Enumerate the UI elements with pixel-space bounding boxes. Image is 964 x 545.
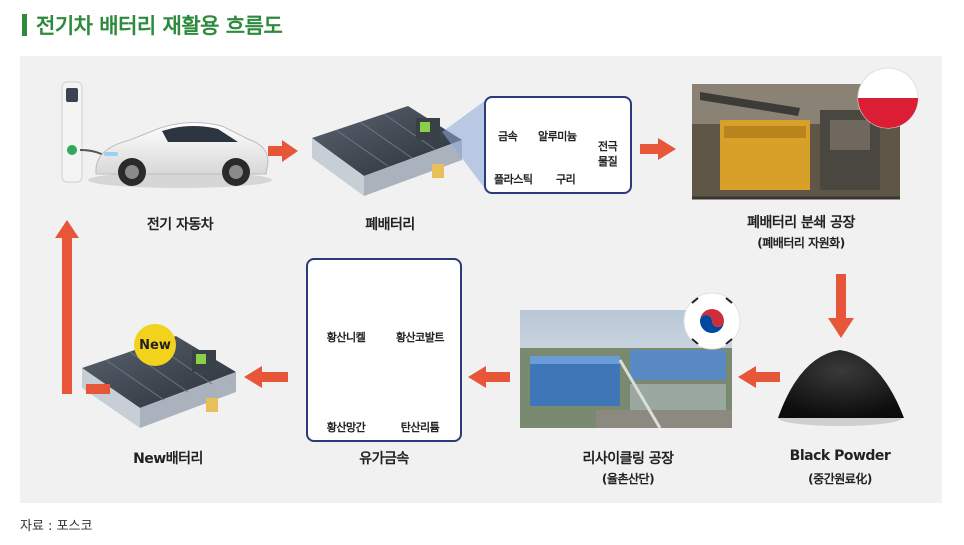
node-metals-label: 유가금속 <box>359 451 409 467</box>
source-note: 자료 : 포스코 <box>20 519 93 534</box>
component-plastic-label: 플라스틱 <box>494 173 533 186</box>
component-aluminum-label: 알루미늄 <box>538 130 577 143</box>
battery-pack-icon <box>312 106 462 196</box>
component-electrode-label-1: 전극 <box>598 140 618 153</box>
metal-cobalt-label: 황산코발트 <box>395 331 445 344</box>
arrow-metals-to-newbattery-icon <box>244 366 288 388</box>
arrow-battery-to-factory-icon <box>640 138 676 160</box>
arrow-newbattery-to-ev-icon <box>55 220 110 394</box>
node-black-powder-label: Black Powder <box>789 448 891 464</box>
arrow-powder-to-recycling-icon <box>738 366 780 388</box>
arrow-ev-to-battery-icon <box>268 140 298 162</box>
metal-lithium-label: 탄산리튬 <box>400 421 440 434</box>
node-recycling-label: 리사이클링 공장 <box>582 451 674 467</box>
recycling-plant-photo <box>520 310 732 429</box>
new-badge: New <box>134 324 176 366</box>
component-metal-label: 금속 <box>498 130 518 143</box>
title-accent-bar <box>22 14 27 36</box>
arrow-recycling-to-metals-icon <box>468 366 510 388</box>
black-powder-pile-icon <box>778 350 904 426</box>
node-new-battery-label: New배터리 <box>133 451 203 467</box>
battery-components-box <box>484 96 632 194</box>
metal-nickel-label: 황산니켈 <box>326 331 366 344</box>
korea-flag-icon <box>683 292 741 350</box>
page-title: 전기차 배터리 재활용 흐름도 <box>36 14 283 38</box>
poland-flag-icon <box>857 67 919 129</box>
component-electrode-label-2: 물질 <box>598 155 618 168</box>
component-copper-label: 구리 <box>556 173 576 186</box>
flow-arrows <box>55 138 854 394</box>
arrow-factory-to-powder-icon <box>828 274 854 338</box>
node-ev-label: 전기 자동차 <box>146 217 214 233</box>
node-factory-label: 폐배터리 분쇄 공장 <box>747 215 855 231</box>
shredding-factory-photo <box>692 84 900 200</box>
node-recycling-sub: (율촌산단) <box>601 472 655 486</box>
node-waste-battery-label: 폐배터리 <box>365 217 415 233</box>
electric-car-icon <box>88 122 272 188</box>
new-battery-pack-icon <box>82 336 236 428</box>
node-factory-sub: (폐배터리 자원화) <box>757 236 845 250</box>
metal-manganese-label: 황산망간 <box>326 421 366 434</box>
projection-cone <box>442 100 486 190</box>
node-black-powder-sub: (중간원료化) <box>808 472 872 486</box>
valuable-metals-box <box>306 258 462 442</box>
